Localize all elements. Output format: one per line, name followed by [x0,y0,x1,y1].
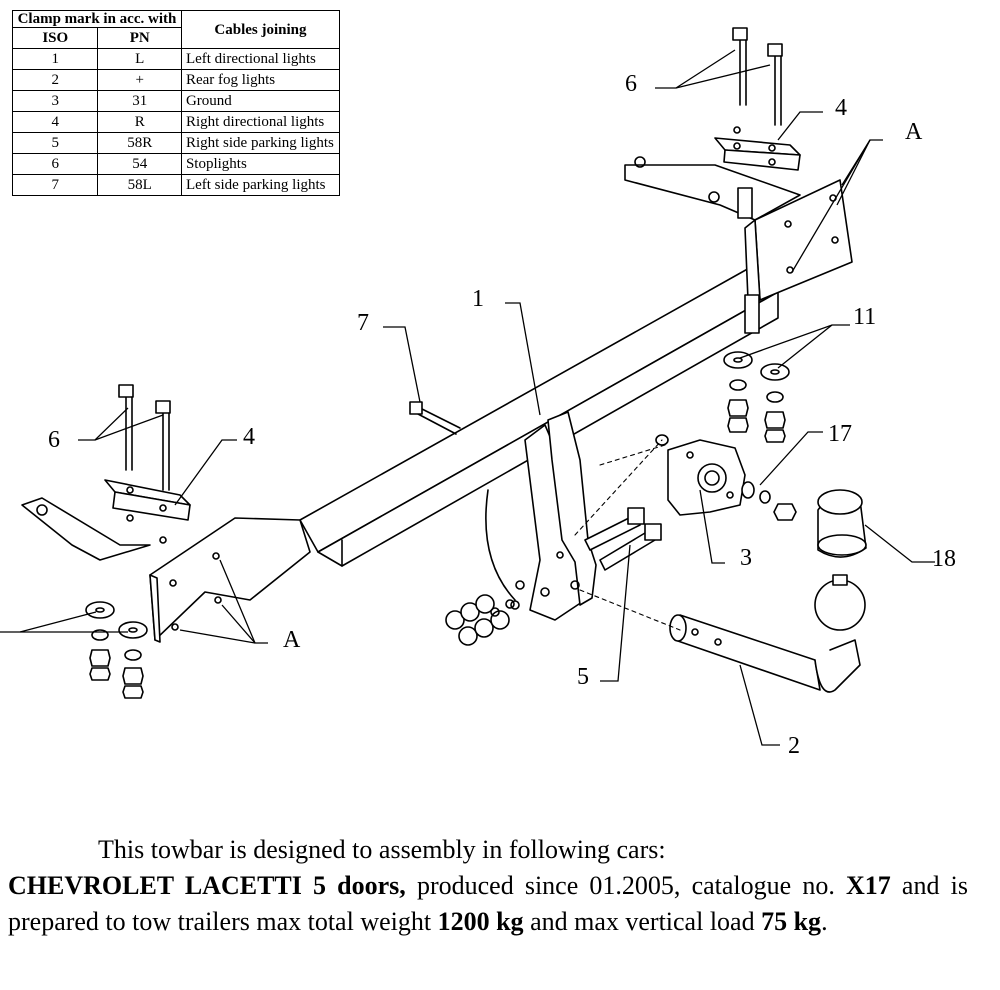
callout-7: 7 [357,310,369,336]
cell-cable: Ground [180,90,341,112]
right-bracket [624,27,853,334]
bolt-7 [409,401,461,435]
socket-plate-3 [655,434,746,516]
leader-lines [0,49,935,746]
max-vertical-load: 75 kg [761,907,822,936]
callout-11: 11 [853,304,877,330]
description-text: . [821,907,828,936]
ball-mount-hanger [510,411,597,621]
callout-4-left: 4 [243,424,255,450]
description-text: produced since 01.2005, catalogue no. [405,871,846,900]
callout-6-left: 6 [48,427,60,453]
cell-pn: 58R [97,132,182,154]
callout-3: 3 [740,545,752,571]
description-intro: This towbar is designed to assembly in f… [98,835,666,864]
bolts-5 [584,507,662,571]
cell-iso: 5 [11,132,99,154]
table-header-cables: Cables joining [180,10,341,49]
callout-2: 2 [788,733,800,759]
washer-nut-stack-left [85,601,148,699]
callout-5: 5 [577,664,589,690]
application-description: This towbar is designed to assembly in f… [8,832,968,940]
cell-pn: 31 [97,90,182,112]
cell-pn: R [97,111,182,133]
car-model: CHEVROLET LACETTI 5 doors, [8,871,406,900]
ball-bar-2 [669,574,866,693]
cell-iso: 7 [11,174,99,196]
cell-iso: 1 [11,48,99,70]
table-header-iso: ISO [11,27,99,49]
cable [485,489,516,601]
callout-6-right: 6 [625,71,637,97]
cell-iso: 3 [11,90,99,112]
cell-pn: L [97,48,182,70]
cell-cable: Left directional lights [180,48,341,70]
cell-iso: 4 [11,111,99,133]
callout-A-right: A [905,119,923,145]
cell-cable: Left side parking lights [180,174,341,196]
cell-cable: Rear fog lights [180,69,341,91]
catalogue-number: X17 [846,871,891,900]
cell-iso: 6 [11,153,99,175]
cell-cable: Right directional lights [180,111,341,133]
table-header-pn: PN [97,27,182,49]
ball-cap-18 [817,489,867,558]
assembly-lines [574,439,681,631]
callout-A-left: A [283,627,301,653]
callout-1: 1 [472,286,484,312]
max-trailer-weight: 1200 kg [437,907,524,936]
hanger-nuts [445,594,515,646]
table-header-clamp-mark: Clamp mark in acc. with [12,10,182,28]
description-text: and max vertical load [523,907,762,936]
wiring-table: Clamp mark in acc. with Cables joining I… [11,10,341,196]
cell-cable: Right side parking lights [180,132,341,154]
cell-iso: 2 [11,69,99,91]
cell-pn: 58L [97,174,182,196]
washer-nut-stack-right [723,351,790,443]
left-bracket [21,384,311,643]
callout-18: 18 [932,546,956,572]
spring-washer-17 [741,481,797,521]
description-text: and is prepared to tow trailers max tota… [8,871,968,936]
callout-17: 17 [828,421,852,447]
cell-pn: + [97,69,182,91]
cell-cable: Stoplights [180,153,341,175]
table-row: 2+Rear fog lights [11,69,341,91]
callout-4-right: 4 [835,95,847,121]
cell-pn: 54 [97,153,182,175]
